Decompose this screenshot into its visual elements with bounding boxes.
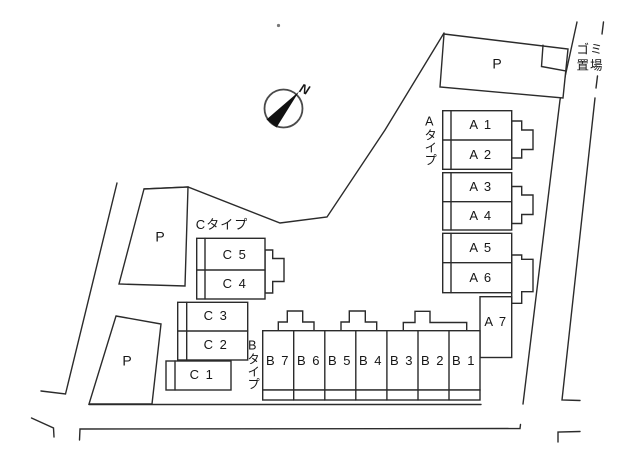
stair-bump-b3-b2 [402, 310, 468, 332]
boundary-north-line [143, 32, 445, 224]
boundary-east-outer-dash [595, 75, 599, 89]
boundary-west-line [40, 182, 118, 395]
unit-label-b3: B 3 [389, 352, 415, 368]
building-c-unit-dividers [177, 269, 266, 332]
unit-label-b1: B 1 [451, 352, 477, 368]
compass-ring [263, 88, 304, 129]
road-south-line [78, 423, 522, 441]
unit-label-a2: A 2 [469, 146, 493, 162]
unit-label-a1: A 1 [469, 116, 493, 132]
stair-bump-a3-a4 [511, 185, 534, 225]
parking-lot-west-upper [118, 186, 189, 287]
unit-label-c5: C 5 [222, 246, 248, 262]
type-c-label: Cタイプ [195, 216, 249, 232]
unit-label-a6: A 6 [469, 269, 493, 285]
compass-needle-icon [266, 91, 299, 128]
scan-speck [276, 23, 281, 28]
building-b-balcony-strip [262, 389, 481, 401]
unit-label-a5: A 5 [469, 239, 493, 255]
building-c5-c4 [195, 237, 266, 300]
unit-label-a3: A 3 [469, 178, 493, 194]
garbage-area-label-line2: 置場 [576, 58, 604, 72]
building-c1 [165, 360, 232, 391]
boundary-east-outer-dash [601, 21, 605, 35]
building-a7 [479, 296, 513, 359]
parking-lot-northeast [439, 33, 569, 99]
building-a-unit-dividers [442, 139, 513, 264]
stair-bump-a6-a7 [511, 254, 534, 304]
unit-label-c3: C 3 [203, 307, 229, 323]
stair-bump-b7-b6 [277, 310, 315, 332]
stair-bump-c5-c4 [264, 249, 285, 294]
unit-label-a7: A 7 [484, 313, 508, 329]
boundary-east-inner-line [522, 21, 578, 405]
building-b-row [262, 330, 481, 391]
stair-bump-a1-a2 [511, 120, 534, 159]
parking-lot-west-lower [88, 315, 162, 405]
parking-label-northeast: P [492, 55, 502, 72]
garbage-spot-outline [540, 44, 566, 72]
unit-label-c1: C 1 [189, 366, 215, 382]
road-corner-mark-southeast [557, 430, 581, 443]
unit-label-b4: B 4 [358, 352, 384, 368]
stair-bump-b5-b4 [340, 310, 378, 332]
type-b-label: Bタイプ [245, 338, 260, 390]
building-b-unit-dividers [293, 330, 450, 401]
garbage-area-label-line1: ゴミ [576, 42, 604, 57]
unit-label-b2: B 2 [420, 352, 446, 368]
garbage-area-label: ゴミ 置場 [576, 42, 603, 73]
unit-label-b7: B 7 [265, 352, 291, 368]
unit-label-b6: B 6 [296, 352, 322, 368]
unit-label-c2: C 2 [203, 336, 229, 352]
road-corner-mark-southwest [30, 417, 55, 438]
parking-label-west-lower: P [122, 352, 132, 369]
unit-label-a4: A 4 [469, 207, 493, 223]
unit-label-b5: B 5 [327, 352, 353, 368]
parking-label-west-upper: P [155, 228, 165, 245]
type-a-label: Aタイプ [422, 114, 437, 166]
boundary-east-outer-line [561, 97, 596, 402]
unit-label-c4: C 4 [222, 275, 248, 291]
